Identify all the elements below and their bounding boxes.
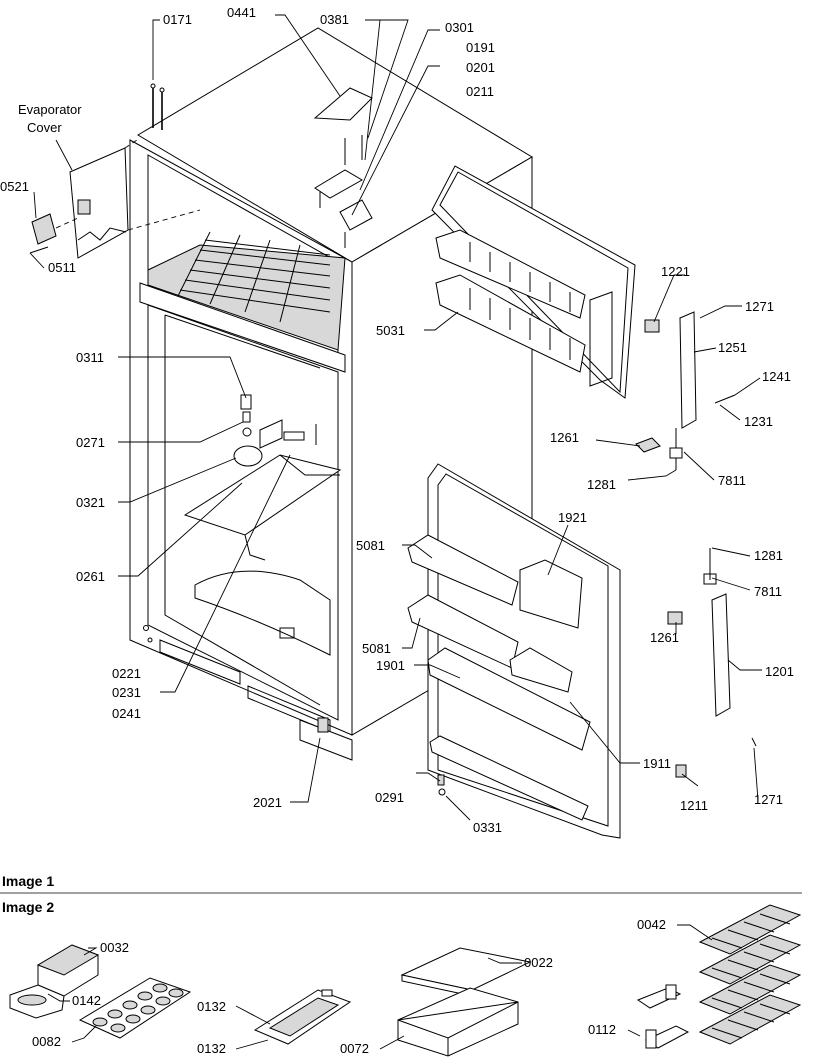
label-0042: 0042: [637, 917, 666, 932]
label-1911: 1911: [643, 756, 671, 771]
label-0441: 0441: [227, 5, 256, 20]
label-0171: 0171: [163, 12, 192, 27]
label-0201: 0201: [466, 60, 495, 75]
label-0291: 0291: [375, 790, 404, 805]
label-0142: 0142: [72, 993, 101, 1008]
thermostat-knob-0521: [29, 213, 79, 254]
label-0191: 0191: [466, 40, 495, 55]
label-1261-top: 1261: [550, 430, 579, 445]
label-5081-b: 5081: [362, 641, 391, 656]
freezer-handle: [635, 311, 736, 470]
label-0521: 0521: [0, 179, 29, 194]
section-image-2: Image 2: [2, 899, 54, 915]
label-1201: 1201: [765, 664, 794, 679]
label-0112: 0112: [588, 1022, 616, 1037]
label-0331: 0331: [473, 820, 502, 835]
label-0032: 0032: [100, 940, 129, 955]
accessory-parts: [9, 904, 802, 1057]
label-1261-bot: 1261: [650, 630, 679, 645]
label-1241: 1241: [762, 369, 791, 384]
label-7811-top: 7811: [718, 473, 746, 488]
label-0132-a: 0132: [197, 999, 226, 1014]
screws-0171: [150, 83, 165, 130]
label-0271: 0271: [76, 435, 105, 450]
part-labels: 0171 0441 0381 0301 0191 0201 0211 Evapo…: [0, 5, 794, 835]
label-0511: 0511: [48, 260, 76, 275]
label-0082: 0082: [32, 1034, 61, 1049]
label-0072: 0072: [340, 1041, 369, 1056]
label-0132-b: 0132: [197, 1041, 226, 1056]
label-1271-bot: 1271: [754, 792, 783, 807]
label-0022: 0022: [524, 955, 553, 970]
fresh-food-door: [407, 463, 621, 839]
label-0211: 0211: [466, 84, 494, 99]
section-headers: Image 1 Image 2: [0, 873, 802, 915]
ice-bucket-0032: [9, 944, 100, 1019]
label-0241: 0241: [112, 706, 141, 721]
cover-0132: [253, 989, 352, 1045]
label-0321: 0321: [76, 495, 105, 510]
fresh-food-handle: [667, 548, 757, 778]
refrigerator-cabinet: [129, 27, 533, 761]
label-evaporator-cover-line2: Cover: [27, 120, 62, 135]
leader-lines-image2: [47, 924, 713, 1050]
label-evaporator-cover-line1: Evaporator: [18, 102, 82, 117]
brackets-0112: [636, 984, 690, 1049]
ice-trays-0042: [698, 904, 802, 1045]
label-0261: 0261: [76, 569, 105, 584]
label-1271-top: 1271: [745, 299, 774, 314]
label-0301: 0301: [445, 20, 474, 35]
evaporator-cover: [69, 137, 201, 259]
light-assembly: [233, 394, 317, 467]
leader-lines: [29, 14, 762, 821]
label-5031: 5031: [376, 323, 405, 338]
label-1231: 1231: [744, 414, 773, 429]
part-labels-image2: 0032 0142 0082 0132 0132 0022 0072 0042 …: [32, 917, 666, 1056]
egg-tray-0082: [78, 977, 192, 1039]
crisper-0022: [397, 947, 532, 1057]
label-5081-a: 5081: [356, 538, 385, 553]
label-1211: 1211: [680, 798, 708, 813]
section-image-1: Image 1: [2, 873, 54, 889]
label-1281-top: 1281: [587, 477, 616, 492]
label-1921: 1921: [558, 510, 587, 525]
label-0231: 0231: [112, 685, 141, 700]
label-1901: 1901: [376, 658, 405, 673]
label-0311: 0311: [76, 350, 104, 365]
label-1281-bot: 1281: [754, 548, 783, 563]
label-1221: 1221: [661, 264, 690, 279]
label-0221: 0221: [112, 666, 141, 681]
label-7811-bot: 7811: [754, 584, 782, 599]
label-1251: 1251: [718, 340, 747, 355]
label-0381: 0381: [320, 12, 349, 27]
label-2021: 2021: [253, 795, 282, 810]
top-hinge: [314, 135, 373, 248]
freezer-door: [431, 165, 636, 399]
